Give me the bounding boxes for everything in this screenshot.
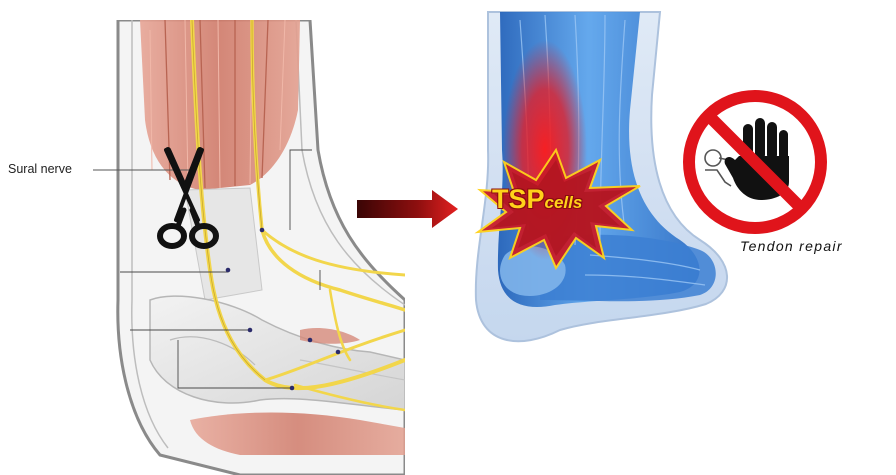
- arrow-right-icon: [357, 190, 458, 228]
- sural-nerve-label: Sural nerve: [8, 162, 72, 176]
- tsp-main-label: TSP: [492, 184, 545, 214]
- no-entry-hand-icon: [689, 96, 821, 228]
- tsp-sub-label: cells: [545, 193, 583, 212]
- tsp-cells-label: TSPcells: [492, 184, 622, 224]
- tendon-repair-label: Tendon repair: [740, 238, 843, 254]
